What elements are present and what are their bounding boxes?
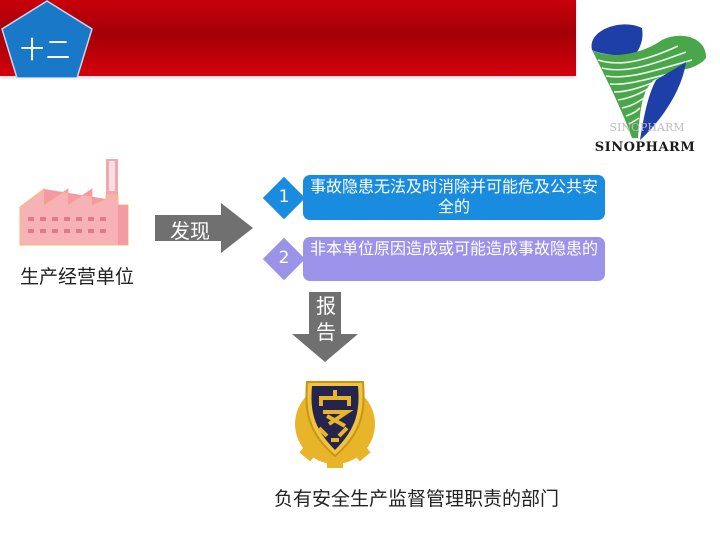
condition-2-box: 非本单位原因造成或可能造成事故隐患的 — [303, 237, 605, 281]
logo-ghost-text: SINOPHARM — [609, 121, 685, 134]
arrow-right-icon — [155, 203, 253, 253]
factory-icon — [19, 159, 129, 246]
pentagon-badge-icon — [1, 0, 93, 78]
destination-label: 负有安全生产监督管理职责的部门 — [274, 488, 560, 510]
sinopharm-logo-icon — [591, 24, 707, 140]
discover-label: 发现 — [170, 219, 210, 243]
header-banner — [0, 0, 576, 76]
condition-2-number: 2 — [278, 248, 290, 268]
safety-badge-icon — [295, 381, 375, 468]
source-label: 生产经营单位 — [20, 266, 135, 288]
condition-1-box: 事故隐患无法及时消除并可能危及公共安全的 — [303, 175, 605, 220]
arrow-down-icon — [292, 292, 358, 362]
report-label: 报告 — [316, 294, 336, 344]
condition-1-number: 1 — [278, 187, 290, 207]
logo-text: SINOPHARM — [594, 140, 696, 155]
section-number: 十二 — [20, 36, 72, 64]
